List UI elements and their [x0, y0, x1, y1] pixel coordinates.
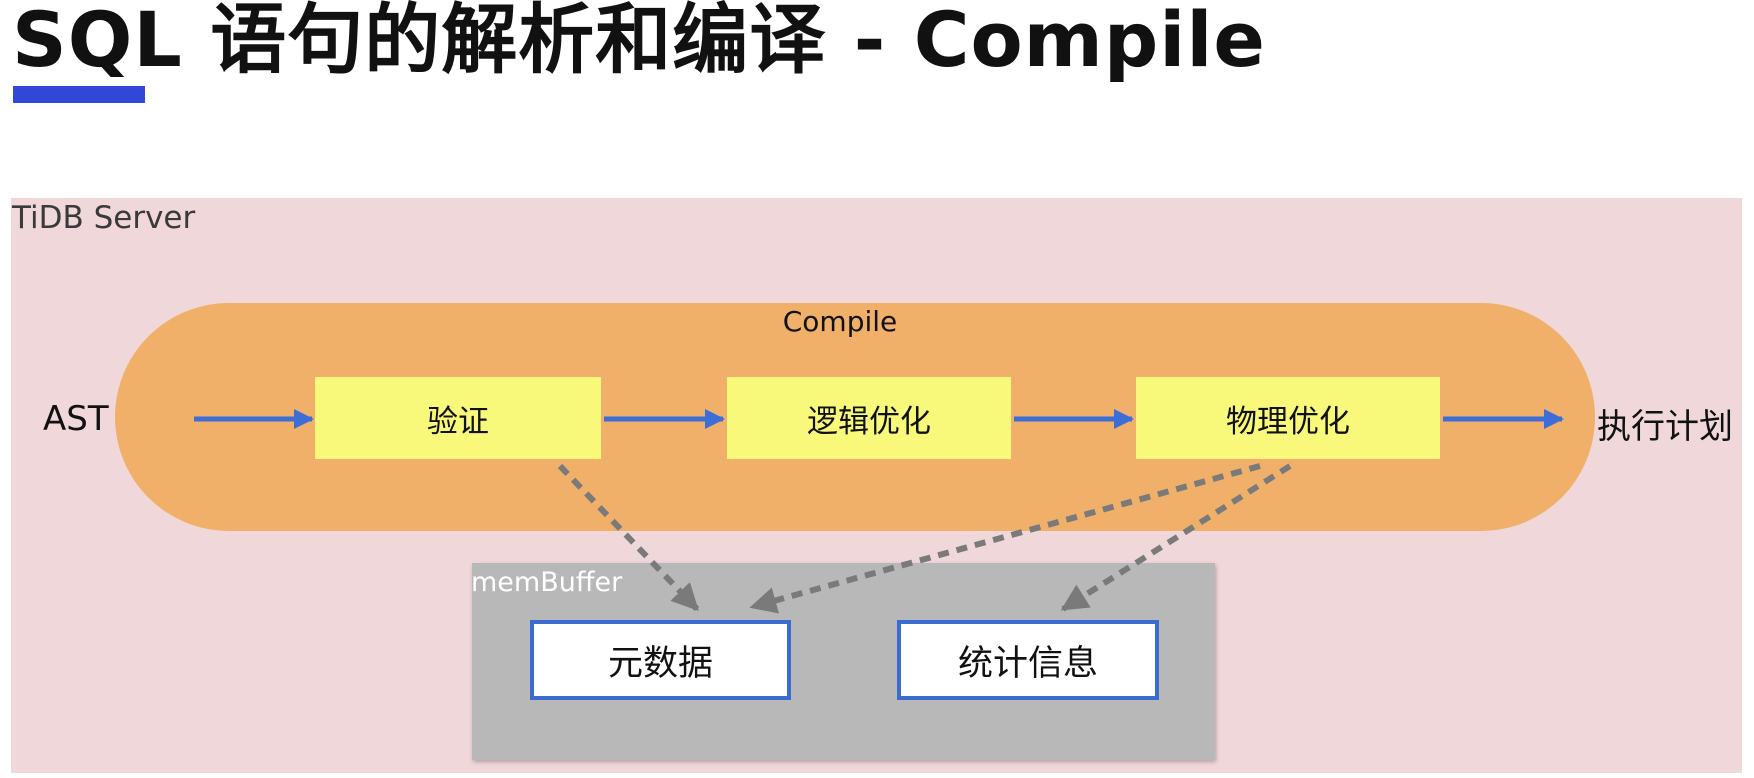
page-title: SQL 语句的解析和编译 - Compile: [12, 0, 1266, 84]
compile-label: Compile: [782, 305, 898, 338]
membuffer-label: memBuffer: [471, 567, 623, 598]
execution-plan-label: 执行计划: [1597, 407, 1733, 447]
title-underline: [13, 86, 145, 103]
step-validate: 验证: [315, 377, 601, 459]
step-logical-optimize: 逻辑优化: [727, 377, 1011, 459]
statistics-box: 统计信息: [897, 620, 1159, 700]
tidb-server-label: TiDB Server: [12, 200, 196, 236]
metadata-box: 元数据: [530, 620, 791, 700]
step-physical-optimize: 物理优化: [1136, 377, 1440, 459]
ast-label: AST: [43, 399, 109, 439]
